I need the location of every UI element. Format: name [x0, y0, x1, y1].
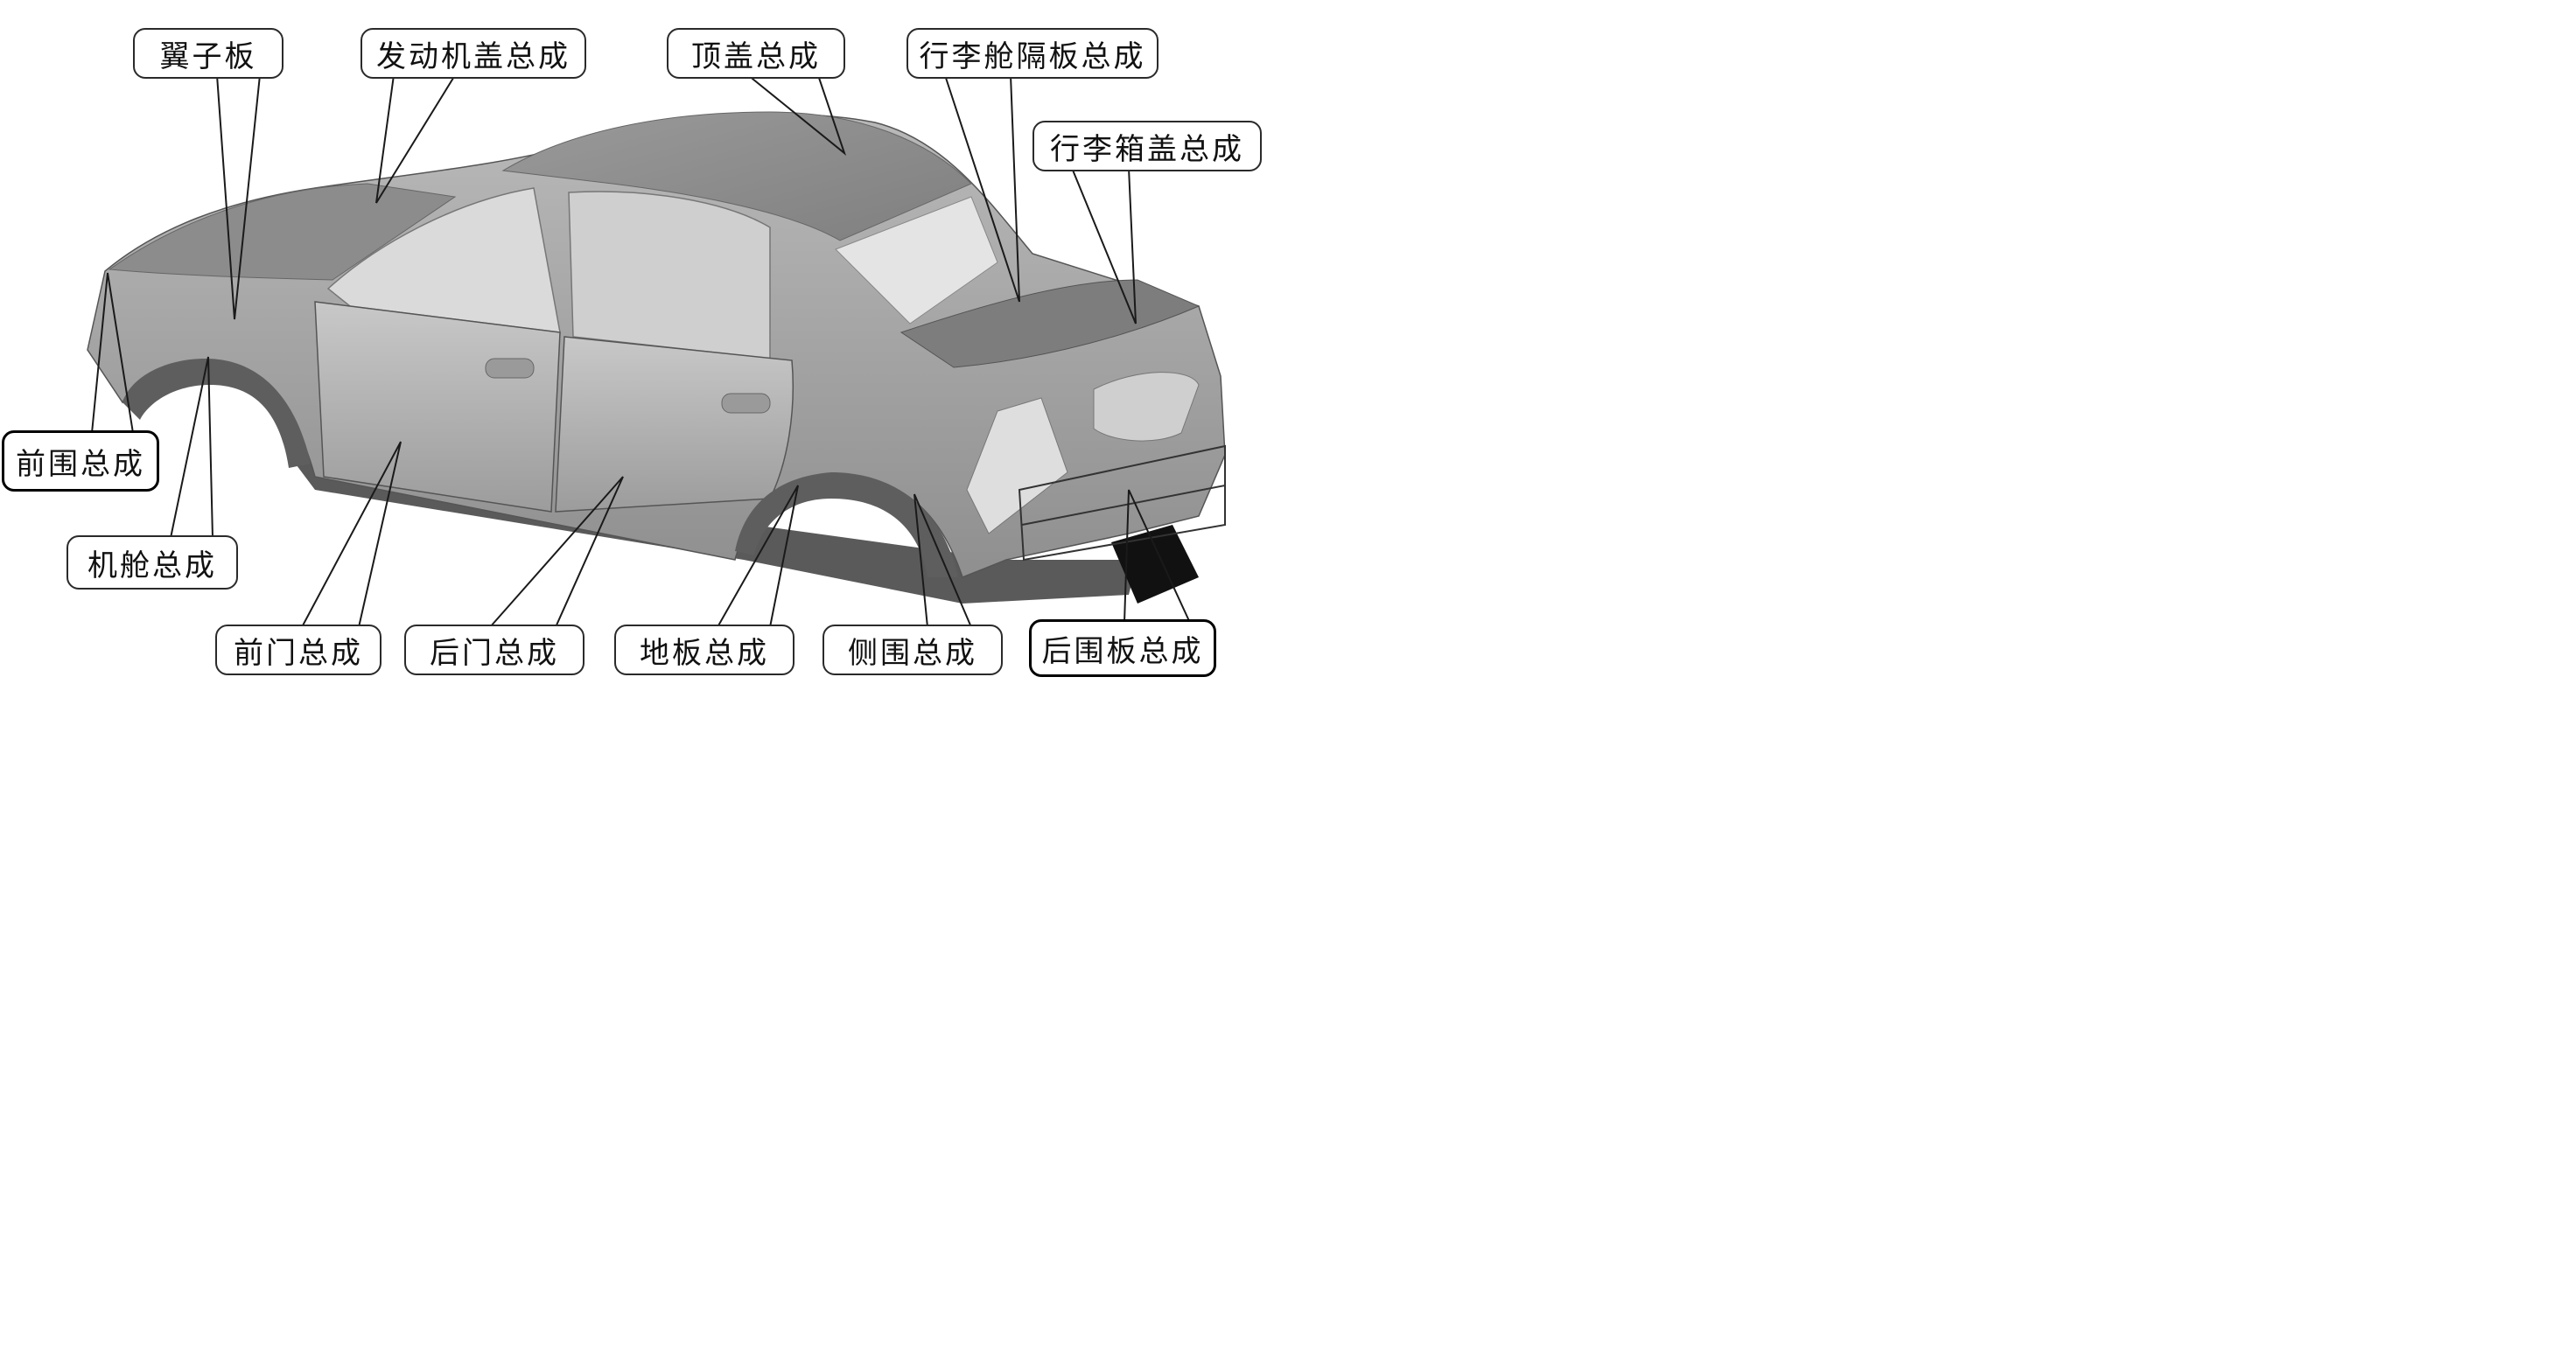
- front-wheel-arch: [122, 359, 311, 468]
- rear-door-handle: [721, 393, 771, 414]
- label-fender: 翼子板: [133, 28, 284, 79]
- leader-engine-bay: [170, 356, 214, 539]
- taillight-opening: [966, 397, 1068, 534]
- label-trunk-partition-assembly: 行李舱隔板总成: [906, 28, 1158, 79]
- rear-window-opening: [568, 191, 771, 359]
- rear-license-recess: [1093, 372, 1200, 442]
- leader-fender: [216, 74, 261, 320]
- leader-floor: [717, 485, 799, 628]
- label-floor-assembly: 地板总成: [614, 625, 794, 675]
- leader-hood: [375, 74, 456, 204]
- front-door-handle: [485, 358, 535, 379]
- leader-rear-wall: [1124, 489, 1191, 624]
- leader-trunk-partition: [944, 74, 1020, 303]
- rear-bumper-support-shape: [1111, 525, 1199, 604]
- leader-side-panel: [914, 493, 972, 628]
- label-hood-assembly: 发动机盖总成: [360, 28, 586, 79]
- rear-door-shape: [555, 336, 794, 513]
- rear-panel-grid: [1018, 444, 1226, 562]
- diagram-stage: 翼子板 发动机盖总成 顶盖总成 行李舱隔板总成 行李箱盖总成 前围总成 机舱总成…: [0, 0, 1368, 719]
- label-rear-wall-panel-assembly: 后围板总成: [1029, 619, 1216, 677]
- leader-roof: [747, 74, 847, 156]
- label-side-panel-assembly: 侧围总成: [822, 625, 1003, 675]
- car-body-diagram: [87, 74, 1226, 628]
- label-front-door-assembly: 前门总成: [215, 625, 382, 675]
- label-trunk-lid-assembly: 行李箱盖总成: [1032, 121, 1262, 171]
- label-engine-bay-assembly: 机舱总成: [66, 535, 238, 590]
- leader-front-wall: [91, 272, 134, 434]
- leader-trunk-lid: [1071, 167, 1137, 325]
- trunk-opening: [835, 196, 998, 325]
- leader-rear-door: [489, 476, 624, 628]
- rear-panel-grid-line: [1021, 485, 1226, 526]
- label-rear-door-assembly: 后门总成: [404, 625, 584, 675]
- roof-shape: [501, 111, 972, 241]
- front-door-shape: [314, 301, 561, 513]
- label-roof-assembly: 顶盖总成: [667, 28, 845, 79]
- label-front-wall-assembly: 前围总成: [2, 430, 159, 492]
- hood-shape: [108, 183, 457, 281]
- front-window-opening: [326, 187, 561, 333]
- leader-lines: [91, 74, 1191, 628]
- trunk-lid-shape: [900, 279, 1200, 368]
- leader-front-door: [301, 441, 402, 628]
